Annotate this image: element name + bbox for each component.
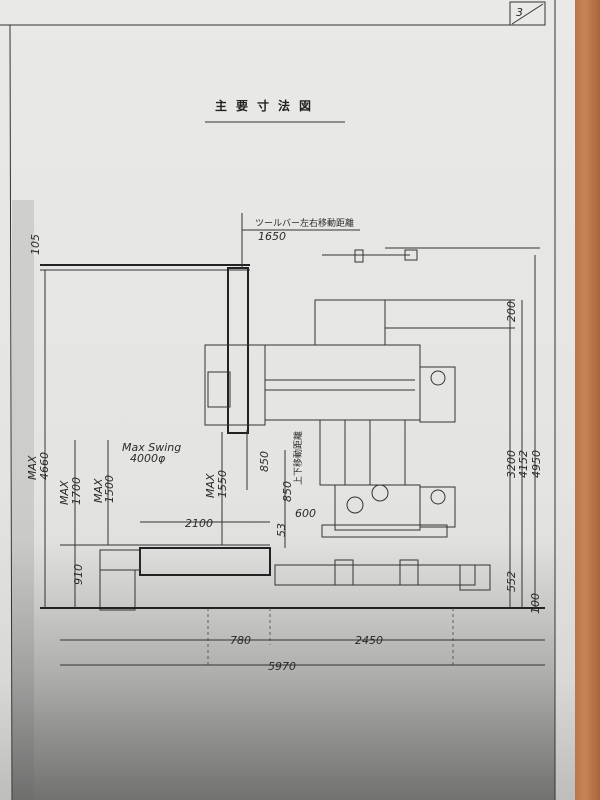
dim-600: 600: [295, 507, 316, 520]
max-1500-value: 1500: [103, 475, 116, 503]
tool-bar: [227, 267, 249, 434]
column-top: [314, 299, 386, 346]
dim-53: 53: [275, 523, 288, 537]
dim-2450: 2450: [355, 634, 383, 647]
radial-drill-machine: [40, 249, 545, 611]
saddle: [204, 344, 266, 426]
max-1500-label: MAX: [92, 478, 105, 503]
max-1700-value: 1700: [70, 477, 83, 505]
bed-rail: [274, 564, 476, 586]
scan-noise-left: [12, 200, 34, 800]
motor: [99, 569, 136, 611]
scan-noise: [12, 540, 555, 800]
max-1550-label: MAX: [204, 473, 217, 498]
max-height-label: MAX: [26, 455, 39, 480]
vertical-travel-label: 上下移動距離: [292, 431, 304, 485]
table-diameter-value: 2100: [185, 517, 213, 530]
max-height-value: 4660: [38, 452, 51, 480]
page-number: 3: [516, 6, 523, 19]
max-1700-label: MAX: [58, 480, 71, 505]
top-offset-value: 105: [29, 234, 42, 255]
overall-length-value: 5970: [268, 660, 296, 673]
dim-780: 780: [230, 634, 251, 647]
drawing-title: 主要寸法図: [215, 98, 320, 113]
dim-100: 100: [529, 593, 542, 614]
max-swing-label: Max Swing: [122, 441, 181, 454]
toolbar-travel-label: ツールバー左右移動距離: [255, 217, 354, 229]
max-swing-value: 4000φ: [130, 452, 166, 465]
arm: [264, 344, 421, 421]
dim-4152: 4152: [517, 450, 530, 478]
dimension-lines: [44, 213, 545, 666]
column: [319, 419, 406, 486]
toolbar-travel-value: 1650: [258, 230, 286, 243]
page-number-box: 3: [509, 1, 546, 26]
saddle-850-value: 850: [258, 451, 271, 472]
max-1550-value: 1550: [216, 470, 229, 498]
dim-910: 910: [72, 564, 85, 585]
dim-200: 200: [505, 301, 518, 322]
dim-3200: 3200: [505, 450, 518, 478]
frame-left-line: [9, 24, 13, 800]
vertical-travel-value: 850: [281, 481, 294, 502]
overall-height-value: 4950: [530, 450, 543, 478]
wooden-table-edge: [575, 0, 600, 800]
dim-552: 552: [505, 571, 518, 592]
